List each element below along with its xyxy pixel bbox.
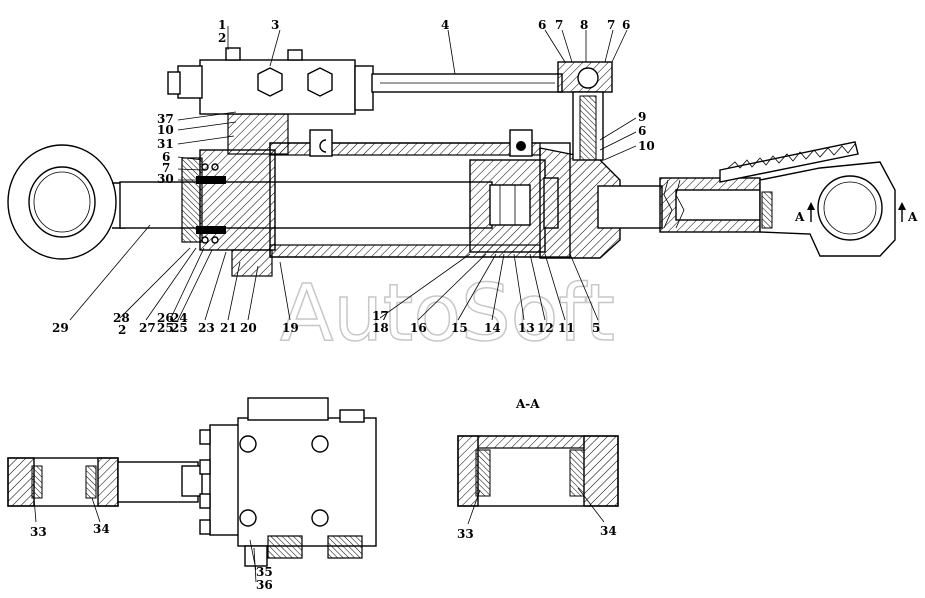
- part-number-label: 6: [538, 18, 546, 32]
- section-title: A-A: [515, 397, 540, 411]
- part-number-label: 3: [271, 18, 279, 32]
- part-number-label: 26: [157, 311, 174, 325]
- part-number-label: 15: [451, 321, 468, 335]
- part-number-label: 34: [93, 522, 110, 536]
- part-number-label: 24: [171, 311, 188, 325]
- part-number-label: 5: [592, 321, 600, 335]
- section-marker-right: A: [898, 202, 918, 224]
- section-marker-letter: A: [794, 210, 805, 224]
- part-number-label: 33: [30, 525, 47, 539]
- section-marker-left: A: [794, 202, 815, 224]
- gland-head: [199, 149, 276, 251]
- part-labels-main: 1 2 3 4 6 7 8 7 6 9 6 10 37 10 31 6 7 30…: [52, 18, 655, 337]
- part-number-label: 29: [52, 321, 69, 335]
- part-number-label: 4: [441, 18, 449, 32]
- part-number-label: 31: [157, 137, 174, 151]
- watermark: AutoSoft: [280, 269, 615, 359]
- part-number-label: 11: [558, 321, 575, 335]
- part-number-label: 9: [638, 110, 646, 124]
- part-number-label: 25: [171, 321, 188, 335]
- part-number-label: 6: [638, 124, 646, 138]
- part-number-label: 13: [518, 321, 535, 335]
- part-number-label: 10: [638, 139, 655, 153]
- part-number-label: 1: [218, 18, 226, 32]
- part-number-label: 12: [537, 321, 554, 335]
- leader-lines: [69, 26, 637, 321]
- part-number-label: 25: [157, 321, 174, 335]
- part-number-label: 7: [162, 161, 170, 175]
- section-a-a-view: A-A 33 34: [457, 397, 619, 541]
- part-number-label: 18: [372, 321, 389, 335]
- part-number-label: 8: [580, 18, 588, 32]
- part-number-label: 34: [600, 524, 617, 538]
- part-number-label: 28: [113, 311, 130, 325]
- piston-rod: [119, 181, 493, 229]
- part-number-label: 16: [410, 321, 427, 335]
- valve-block-front-view: 35 36: [199, 397, 377, 592]
- part-number-label: 19: [282, 321, 299, 335]
- part-number-label: 33: [457, 527, 474, 541]
- rod-seals: [196, 163, 226, 244]
- part-number-label: 23: [198, 321, 215, 335]
- part-number-label: 2: [118, 323, 126, 337]
- section-marker-letter: A: [907, 210, 918, 224]
- part-number-label: 17: [372, 309, 389, 323]
- part-number-label: 35: [256, 565, 273, 579]
- eye-section-view: 33 34: [7, 457, 203, 539]
- part-number-label: 21: [220, 321, 237, 335]
- part-number-label: 6: [622, 18, 630, 32]
- part-number-label: 30: [157, 172, 174, 186]
- part-number-label: 7: [555, 18, 563, 32]
- part-number-label: 27: [139, 321, 156, 335]
- part-number-label: 20: [240, 321, 257, 335]
- part-number-label: 14: [484, 321, 501, 335]
- main-cylinder-view: AutoSoft A A: [7, 18, 918, 360]
- part-number-label: 6: [162, 150, 170, 164]
- part-number-label: 37: [157, 112, 174, 126]
- part-number-label: 7: [607, 18, 615, 32]
- part-number-label: 2: [218, 31, 226, 45]
- part-number-label: 10: [157, 123, 174, 137]
- part-number-label: 36: [256, 578, 273, 592]
